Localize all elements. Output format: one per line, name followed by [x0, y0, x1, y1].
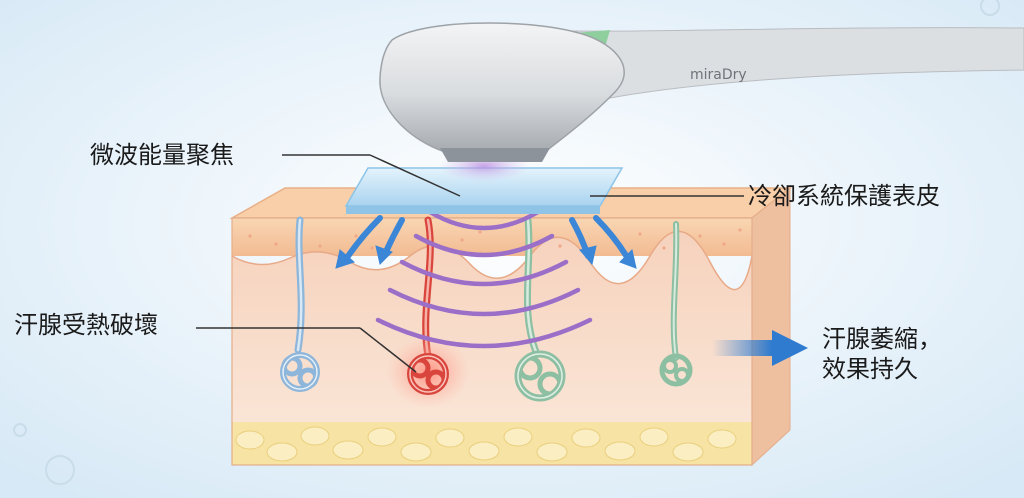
- skin-cross-section: [229, 186, 793, 467]
- water-drop-icon: [980, 0, 1000, 16]
- dermis-layer: [232, 231, 752, 425]
- follicle-strands: [294, 216, 680, 361]
- sweat-gland-green-small: [659, 353, 693, 387]
- water-drop-icon: [13, 423, 27, 437]
- water-drop-icon: [45, 455, 75, 485]
- label-sweat-gland-destroyed: 汗腺受熱破壞: [14, 311, 158, 339]
- sweat-gland-heated: [407, 353, 449, 395]
- label-cooling-system: 冷卻系統保護表皮: [748, 182, 940, 210]
- sweat-glands: [280, 350, 693, 402]
- sweat-gland-green: [514, 350, 566, 402]
- device-handle: [538, 27, 1024, 101]
- mira-dry-handpiece: miraDry: [379, 22, 1024, 162]
- label-result-line2: 效果持久: [822, 355, 918, 383]
- label-microwave-focus: 微波能量聚焦: [90, 141, 234, 169]
- device-brand-label: miraDry: [690, 67, 747, 83]
- result-arrow: [712, 330, 808, 366]
- label-result: 汗腺萎縮， 效果持久: [822, 324, 942, 384]
- sweat-gland-blue: [280, 352, 320, 392]
- leader-lines: [196, 154, 744, 373]
- cooling-arrows: [335, 215, 637, 269]
- device-head: [379, 22, 625, 153]
- dermis-boundary: [231, 230, 753, 291]
- skin-side-face: [751, 186, 791, 467]
- cooling-plate: [344, 167, 624, 214]
- label-result-line1: 汗腺萎縮，: [822, 325, 942, 353]
- fat-cells: [235, 426, 737, 462]
- device-tip: [440, 148, 550, 162]
